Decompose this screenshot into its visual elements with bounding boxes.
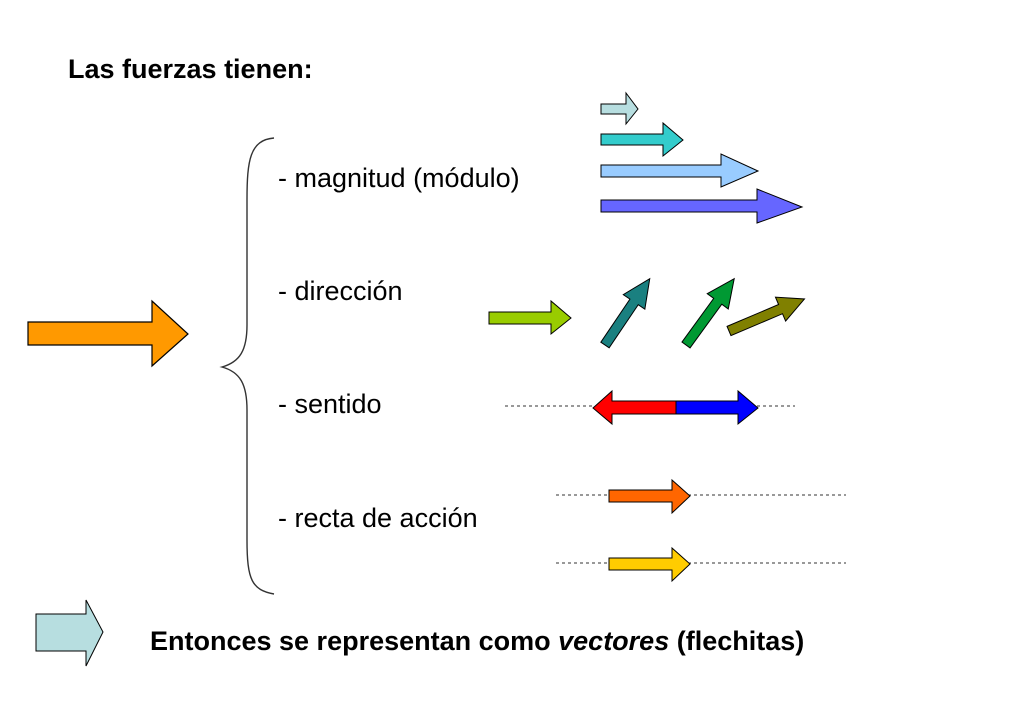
property-direccion: - dirección (278, 276, 403, 306)
magnitude-arrow-2 (600, 121, 684, 158)
magnitude-arrow-3 (600, 153, 760, 188)
conclusion-arrow (35, 599, 104, 667)
magnitude-arrow-4 (600, 188, 804, 224)
curly-brace (219, 137, 275, 595)
action-arrow-1 (608, 478, 691, 515)
sense-arrow-right (675, 389, 759, 426)
property-magnitud: - magnitud (módulo) (278, 163, 520, 193)
page-title: Las fuerzas tienen: (68, 54, 313, 84)
conclusion-text: Entonces se representan como vectores (f… (150, 628, 804, 655)
action-arrow-2 (608, 546, 691, 583)
direction-arrow-olive (726, 296, 806, 337)
property-recta-de-accion: - recta de acción (278, 503, 478, 533)
conclusion-emphasis: vectores (558, 626, 670, 656)
direction-arrow-green (681, 277, 735, 349)
direction-arrow-teal (600, 277, 651, 349)
conclusion-before: Entonces se representan como (150, 626, 559, 656)
main-force-arrow (27, 299, 189, 368)
direction-arrow-horizontal (488, 299, 572, 336)
conclusion-after: (flechitas) (669, 626, 805, 656)
property-sentido: - sentido (278, 389, 382, 419)
magnitude-arrow-1 (600, 91, 639, 126)
sense-arrow-left (592, 389, 677, 426)
